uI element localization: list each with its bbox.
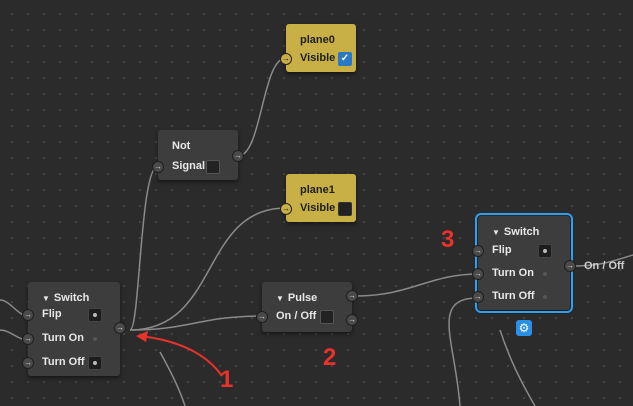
wire-bottom-right [499,329,536,406]
signal-row: → Signal [152,156,238,178]
wire-switch-right-out [571,254,633,267]
arrow-right-icon[interactable]: → [346,314,358,326]
node-title: ▼Switch [42,292,90,304]
arrow-right-icon[interactable]: → [22,309,34,321]
annotation-arrowhead [136,331,148,342]
turn-off-row: → Turn Off [22,352,120,374]
visible-row: → Visible ✓ [280,48,356,70]
turn-off-trigger[interactable] [538,290,552,304]
on-off-toggle[interactable] [320,310,334,324]
annotation-2: 2 [323,344,337,371]
switch-node-left[interactable]: ▼Switch → → Flip → Turn On → Turn Off [22,282,126,376]
signal-label: Signal [172,160,206,172]
turn-on-row: → Turn On [22,328,120,350]
wire-switch-to-not [129,165,159,331]
arrow-right-icon[interactable]: → [472,245,484,257]
node-title: ▼Pulse [276,292,318,304]
plane1-node[interactable]: plane1 → Visible [280,174,356,222]
visible-checkbox[interactable]: ✓ [338,52,352,66]
flip-row: → Flip [22,304,120,326]
wire-switch-to-plane1 [129,207,287,331]
annotation-arrow [139,335,223,377]
gear-icon[interactable]: ⚙ [516,320,532,336]
turn-on-label: Turn On [42,332,84,344]
arrow-right-icon[interactable]: → [280,203,292,215]
turn-off-label: Turn Off [42,356,85,368]
signal-toggle[interactable] [206,160,220,174]
wire-into-switch-right-turnoff [448,297,479,406]
turn-off-row: → Turn Off [472,286,570,308]
annotation-1: 1 [220,366,234,393]
turn-off-label: Turn Off [492,290,535,302]
visible-label: Visible [300,52,336,64]
arrow-right-icon[interactable]: → [232,150,244,162]
arrow-right-icon[interactable]: → [472,268,484,280]
triangle-down-icon[interactable]: ▼ [492,228,500,237]
flip-trigger[interactable] [88,308,102,322]
triangle-down-icon[interactable]: ▼ [276,294,284,303]
arrow-right-icon[interactable]: → [280,53,292,65]
visible-checkbox[interactable] [338,202,352,216]
flip-row: → Flip [472,240,570,262]
arrow-right-icon[interactable]: → [564,260,576,272]
flip-label: Flip [42,308,62,320]
wire-down-from-switch [159,351,186,406]
wire-pulse-to-switch-right [355,273,479,297]
turn-on-label: Turn On [492,267,534,279]
flip-label: Flip [492,244,512,256]
switch-node-right[interactable]: ▼Switch → → Flip → Turn On → Turn Off [472,213,576,313]
arrow-right-icon[interactable]: → [346,290,358,302]
checkmark-icon: ✓ [340,53,350,64]
arrow-right-icon[interactable]: → [152,161,164,173]
visible-row: → Visible [280,198,356,220]
wire-switch-to-pulse [129,315,263,331]
arrow-right-icon[interactable]: → [114,322,126,334]
turn-on-trigger[interactable] [538,267,552,281]
switch-output-label: On / Off [584,260,625,272]
on-off-row: → On / Off [256,306,352,328]
plane0-node[interactable]: plane0 → Visible ✓ [280,24,356,72]
triangle-down-icon[interactable]: ▼ [42,294,50,303]
annotation-3: 3 [441,226,455,253]
wire-not-to-plane0 [237,57,287,157]
turn-off-trigger[interactable] [88,356,102,370]
arrow-right-icon[interactable]: → [472,291,484,303]
node-title: Not [172,140,191,152]
node-title: plane0 [300,34,335,46]
on-off-label: On / Off [276,310,317,322]
turn-on-trigger[interactable] [88,332,102,346]
arrow-right-icon[interactable]: → [256,311,268,323]
turn-on-row: → Turn On [472,263,570,285]
flip-trigger[interactable] [538,244,552,258]
arrow-right-icon[interactable]: → [22,333,34,345]
node-title: plane1 [300,184,335,196]
not-node[interactable]: Not → → Signal [152,130,244,180]
node-title: ▼Switch [492,226,540,238]
visible-label: Visible [300,202,336,214]
arrow-right-icon[interactable]: → [22,357,34,369]
pulse-node[interactable]: ▼Pulse → → → On / Off [256,282,358,332]
